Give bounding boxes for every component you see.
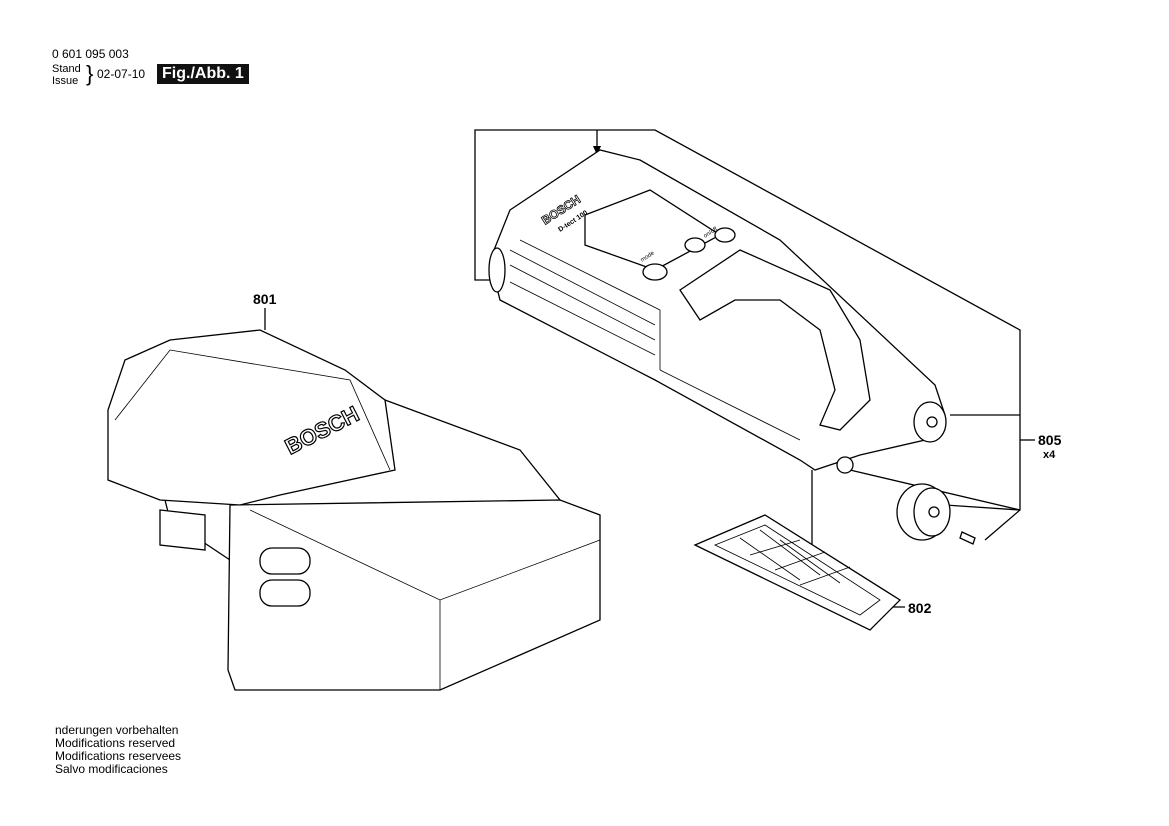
part-label-805: 805 (1038, 432, 1062, 448)
wheel-805 (896, 483, 976, 545)
footer-line: Modifications reserved (55, 736, 176, 750)
figure-label: Fig./Abb. 1 (157, 64, 249, 84)
detector-device: BOSCH D-tect 100 mode on/off (488, 149, 947, 474)
stand-label: Stand (52, 63, 81, 75)
battery-cover-802 (693, 514, 902, 631)
part-number: 0 601 095 003 (52, 47, 129, 61)
issue-label: Issue (52, 75, 79, 87)
footer-line: Modifications reservees (55, 749, 182, 763)
part-qty-805: x4 (1043, 449, 1056, 461)
footer-line: Salvo modificaciones (55, 762, 168, 776)
issue-date: 02-07-10 (97, 67, 146, 81)
part-label-801: 801 (253, 291, 277, 307)
carrying-bag-801: BOSCH (107, 329, 601, 691)
footer-notes: nderungen vorbehalten Modifications rese… (55, 724, 181, 776)
footer-line: nderungen vorbehalten (55, 723, 179, 737)
part-label-802: 802 (908, 600, 932, 616)
brace: } (86, 61, 94, 86)
